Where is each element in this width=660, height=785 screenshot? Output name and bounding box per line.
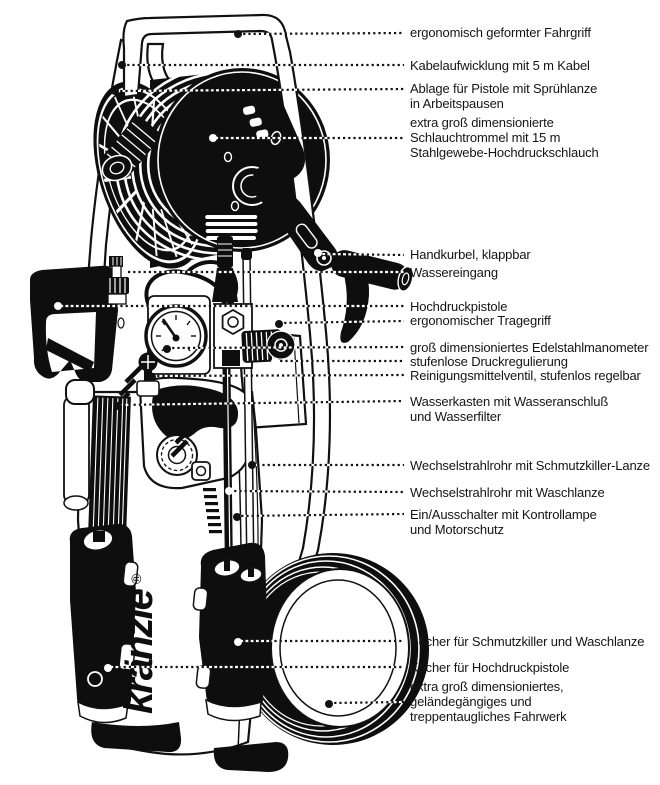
motor-cover-shadow <box>152 385 239 441</box>
label-druckregulierung: stufenlose Druckregulierung <box>410 354 568 369</box>
base-pad-right <box>213 742 289 772</box>
label-koecher-lanzen: Köcher für Schmutzkiller und Waschlanze <box>410 634 645 649</box>
label-manometer: groß dimensioniertes Edelstahlmanometer <box>410 340 649 355</box>
water-inlet <box>109 256 123 267</box>
bracket-clips <box>242 105 269 139</box>
base-pad-left <box>91 722 182 753</box>
label-schmutzkiller-lanze: Wechselstrahlrohr mit Schmutzkiller-Lanz… <box>410 458 650 473</box>
pressure-gauge <box>144 304 208 368</box>
label-wasserkasten: Wasserkasten mit Wasseranschluß und Wass… <box>410 394 609 424</box>
brand-logo-registered: ® <box>128 573 144 584</box>
label-schlauchtrommel: extra groß dimensionierte Schlauchtromme… <box>410 115 599 160</box>
label-einausschalter: Ein/Ausschalter mit Kontrollampe und Mot… <box>410 507 597 537</box>
leader-dots <box>54 30 333 708</box>
label-koecher-pistole: Köcher für Hochdruckpistole <box>410 660 570 675</box>
pump-cap <box>156 434 198 476</box>
switch-gills <box>203 488 222 534</box>
trigger <box>46 338 94 372</box>
label-wassereingang: Wassereingang <box>410 265 498 280</box>
spray-gun <box>30 265 118 405</box>
crank-grip <box>331 250 414 292</box>
leader-lines <box>58 31 405 705</box>
crank <box>250 165 414 292</box>
detergent-valve <box>136 352 160 397</box>
label-kabelaufwicklung: Kabelaufwicklung mit 5 m Kabel <box>410 58 590 73</box>
label-ablage: Ablage für Pistole mit Sprühlanze in Arb… <box>410 81 598 111</box>
brand-emblem <box>191 461 211 481</box>
flange-vents <box>205 215 258 240</box>
label-fahrgriff: ergonomisch geformter Fahrgriff <box>410 25 591 40</box>
label-handkurbel: Handkurbel, klappbar <box>410 247 531 262</box>
reel-axle <box>101 116 161 182</box>
label-hochdruckpistole: Hochdruckpistole <box>410 299 508 314</box>
label-fahrwerk: extra groß dimensioniertes, geländegängi… <box>410 679 567 724</box>
label-waschlanze: Wechselstrahlrohr mit Waschlanze <box>410 485 605 500</box>
brand-logo: kränzle <box>117 588 161 714</box>
wheel <box>237 553 429 745</box>
vent-slats-right <box>170 400 201 458</box>
pressure-knob <box>241 329 296 363</box>
label-reinigungsmittel: Reinigungsmittelventil, stufenlos regelb… <box>410 368 641 383</box>
label-tragegriff: ergonomischer Tragegriff <box>410 313 551 328</box>
machine: kränzle ® <box>30 13 429 772</box>
stored-tube <box>63 395 90 505</box>
holster-right <box>192 542 267 722</box>
